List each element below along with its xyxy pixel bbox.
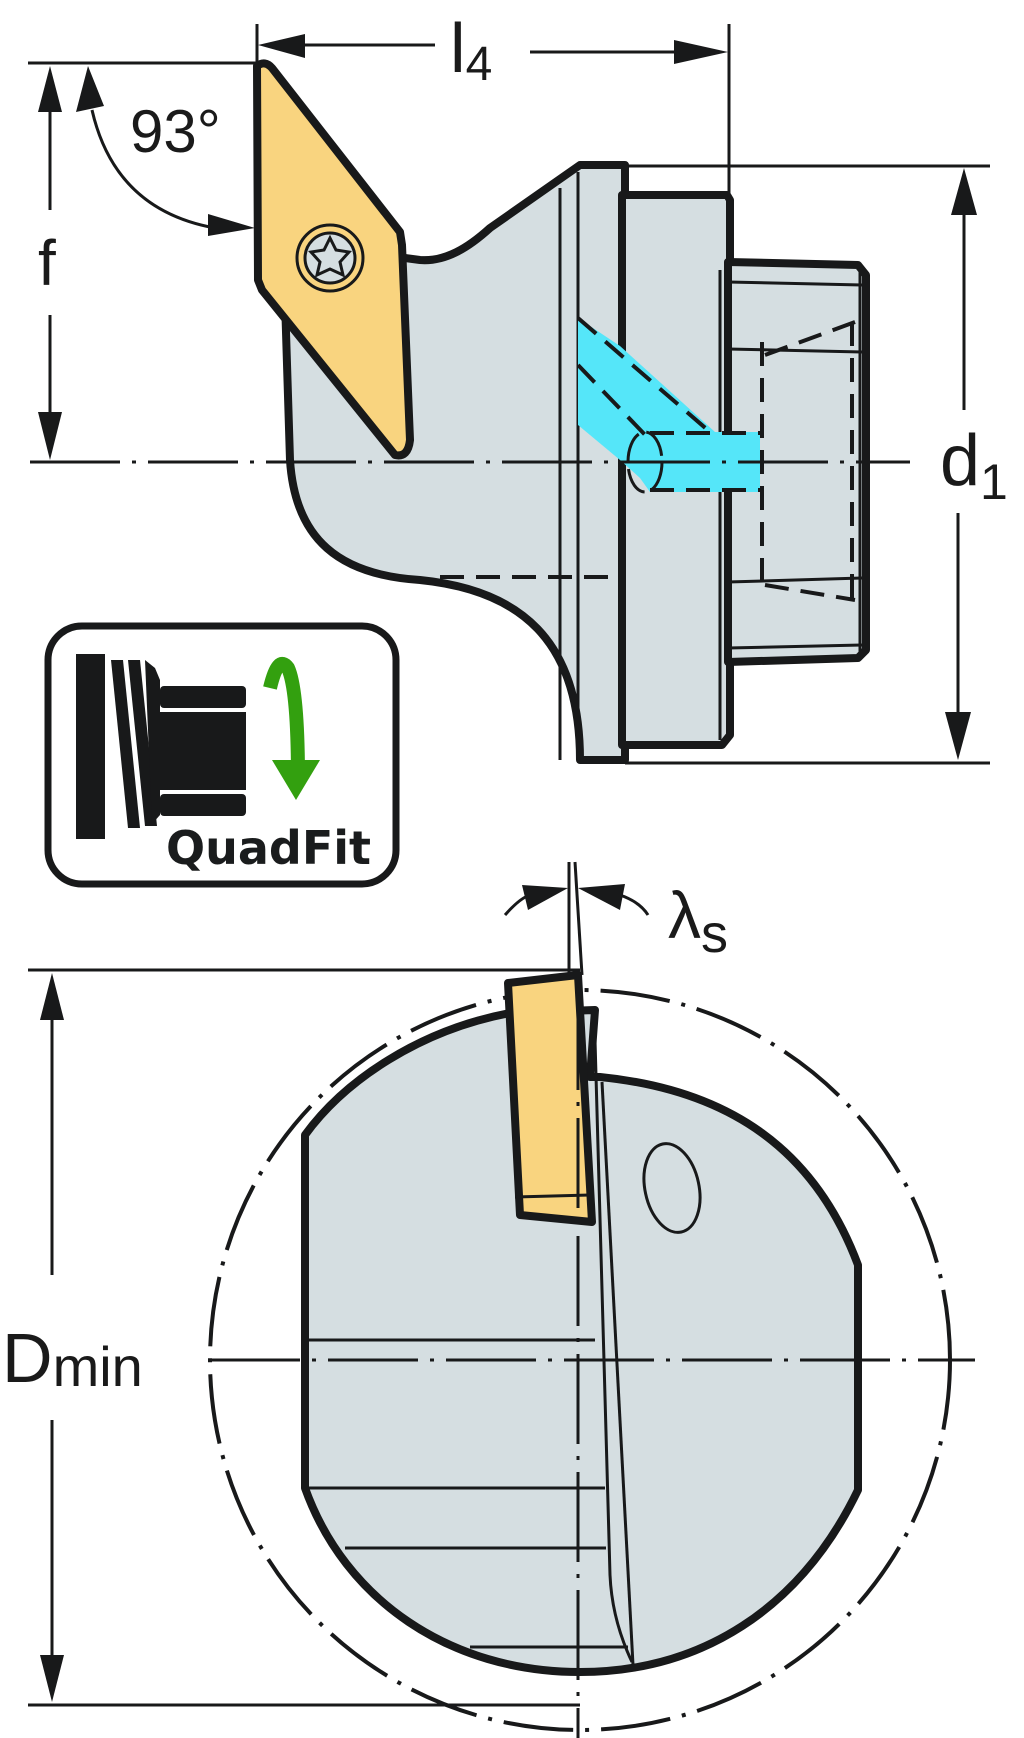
arrow-down-icon: [38, 412, 62, 460]
hidden-line: [764, 320, 856, 357]
arrow-right-icon: [208, 214, 255, 236]
d1-label: d1: [940, 421, 1008, 510]
arrow-down-icon: [945, 712, 971, 760]
rotate-arrow-icon: [263, 657, 320, 800]
arrow-down-icon: [40, 1655, 64, 1702]
flute-line: [600, 1081, 635, 1666]
arrow-up-icon: [40, 973, 64, 1020]
quadfit-badge: QuadFit: [44, 622, 400, 888]
shank-line: [727, 643, 863, 650]
angle-arc: [90, 109, 216, 230]
shank-line: [727, 280, 863, 287]
arrow-right-icon: [674, 40, 728, 64]
end-view-insert: [504, 971, 596, 1226]
arrow-up-icon: [38, 66, 62, 112]
torx-star-icon: [308, 234, 352, 278]
coolant-edge: [576, 316, 712, 434]
side-view: f 93° l4 d1: [28, 9, 1008, 765]
shank-line: [727, 576, 863, 584]
lambda-reference-line: [573, 861, 584, 976]
quadfit-label: QuadFit: [166, 821, 371, 875]
l4-label: l4: [450, 9, 492, 91]
dmin-label: Dmin: [2, 1319, 143, 1398]
coolant-edge: [576, 363, 652, 442]
flute-line: [593, 1039, 634, 1663]
coolant-channel: [578, 318, 760, 492]
arrow-up-icon: [951, 168, 977, 215]
quadfit-coupling-icon: [76, 654, 246, 839]
arrow-up-icon: [76, 66, 104, 112]
lambda-s-label: λs: [668, 878, 728, 964]
coolant-hole: [642, 1142, 702, 1234]
end-view: λs Dmin: [2, 861, 975, 1738]
angle-label: 93°: [130, 98, 221, 165]
arrow-right-icon: [522, 885, 568, 910]
shank-line: [727, 347, 863, 354]
lambda-arc: [619, 893, 650, 916]
arrow-left-icon: [258, 34, 305, 58]
f-label: f: [38, 227, 56, 299]
arrow-left-icon: [578, 884, 625, 910]
hidden-line: [764, 583, 856, 602]
